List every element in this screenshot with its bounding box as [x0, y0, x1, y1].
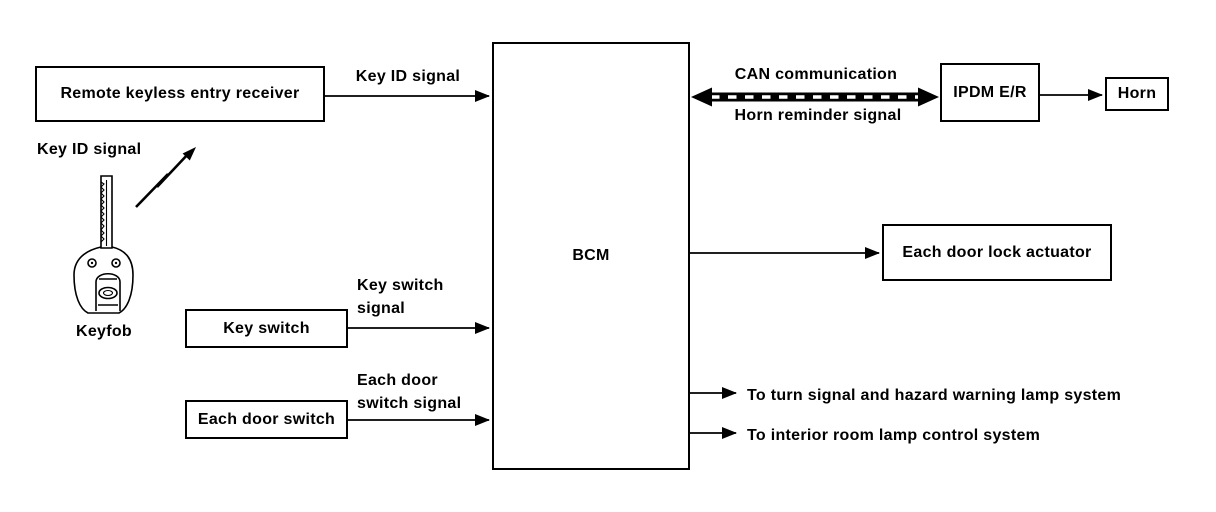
keyfob-label: Keyfob — [75, 323, 133, 340]
bcm-box-label: BCM — [572, 247, 610, 264]
key-id-signal-wire-label: Key ID signal — [355, 68, 461, 85]
key-switch-box: Key switch — [185, 309, 348, 348]
door-switch-signal-label: Each door switch signal — [357, 369, 461, 415]
each-door-switch-box-label: Each door switch — [197, 410, 336, 428]
can-communication-label: CAN communication — [734, 66, 898, 83]
door-lock-actuator-box-label: Each door lock actuator — [902, 243, 1092, 261]
horn-reminder-signal-label: Horn reminder signal — [734, 107, 902, 124]
key-switch-box-label: Key switch — [223, 319, 310, 337]
door-switch-signal-line1: Each door — [357, 372, 438, 389]
key-id-signal-wireless-label: Key ID signal — [37, 141, 142, 158]
horn-box-label: Horn — [1117, 85, 1157, 102]
can-bus-double-arrow — [691, 87, 939, 107]
ipdm-box-label: IPDM E/R — [953, 83, 1027, 101]
keyfob-icon — [73, 175, 134, 314]
to-interior-lamp-system-label: To interior room lamp control system — [747, 427, 1041, 444]
receiver-box-label: Remote keyless entry receiver — [60, 85, 300, 102]
ipdm-box: IPDM E/R — [940, 63, 1040, 122]
key-switch-signal-label: Key switch signal — [357, 274, 444, 320]
key-switch-signal-line2: signal — [357, 300, 406, 317]
receiver-box: Remote keyless entry receiver — [35, 66, 325, 122]
door-lock-actuator-box: Each door lock actuator — [882, 224, 1112, 281]
to-turn-signal-system-label: To turn signal and hazard warning lamp s… — [747, 387, 1122, 404]
horn-box: Horn — [1105, 77, 1169, 111]
bcm-box: BCM — [492, 42, 690, 470]
door-switch-signal-line2: switch signal — [357, 395, 462, 412]
key-switch-signal-line1: Key switch — [357, 277, 444, 294]
radio-wave-zigzag-arrow — [135, 147, 196, 208]
each-door-switch-box: Each door switch — [185, 400, 348, 439]
